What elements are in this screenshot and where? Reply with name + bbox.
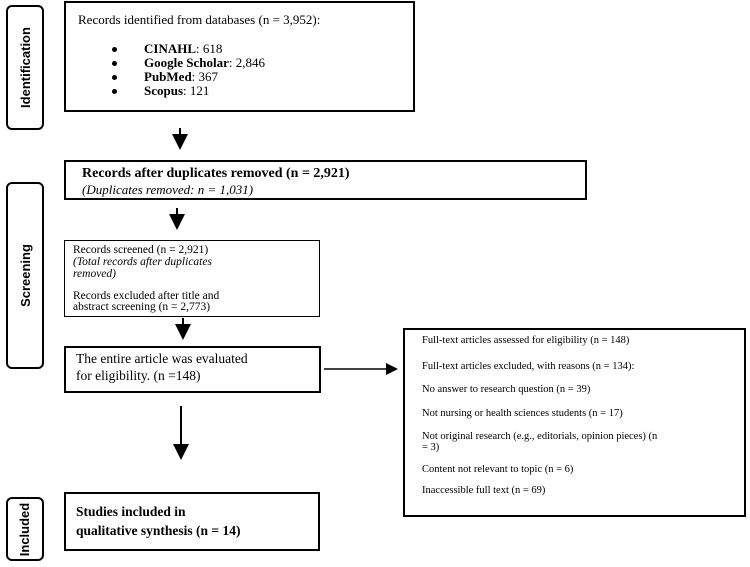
exclusion-reason: Content not relevant to topic (n = 6) — [422, 464, 574, 475]
evaluated-line2: for eligibility. (n =148) — [76, 368, 201, 383]
database-count: : 2,846 — [228, 55, 265, 70]
duplicates-note: (Duplicates removed: n = 1,031) — [82, 182, 254, 197]
database-count: : 367 — [191, 69, 219, 84]
exclusion-reason-continued: = 3) — [422, 442, 440, 453]
exclusion-reason: Inaccessible full text (n = 69) — [422, 485, 546, 496]
database-count: : 618 — [196, 41, 223, 56]
eligibility-evaluation-box: The entire article was evaluated for eli… — [64, 346, 321, 393]
fulltext-excluded: Full-text articles excluded, with reason… — [422, 361, 635, 372]
fulltext-exclusion-box: Full-text articles assessed for eligibil… — [403, 328, 746, 517]
records-screened-box: Records screened (n = 2,921) (Total reco… — [64, 240, 320, 317]
exclusion-reason: No answer to research question (n = 39) — [422, 384, 591, 395]
database-name: Scopus — [144, 83, 184, 98]
included-line2: qualitative synthesis (n = 14) — [76, 523, 241, 538]
database-name: PubMed — [144, 69, 192, 84]
screened-note-line1: (Total records after duplicates — [73, 256, 212, 268]
database-item: Scopus: 121 — [104, 84, 265, 98]
evaluated-line1: The entire article was evaluated — [76, 351, 248, 366]
exclusion-reason: Not original research (e.g., editorials,… — [422, 431, 658, 442]
excluded-line1: Records excluded after title and — [73, 290, 220, 302]
screened-count: Records screened (n = 2,921) — [73, 244, 209, 256]
stage-included: Included — [6, 497, 44, 561]
fulltext-assessed: Full-text articles assessed for eligibil… — [422, 335, 630, 346]
stage-screening: Screening — [6, 182, 44, 369]
duplicates-title: Records after duplicates removed (n = 2,… — [82, 166, 350, 181]
database-item: PubMed: 367 — [104, 70, 265, 84]
database-item: Google Scholar: 2,846 — [104, 56, 265, 70]
duplicates-removed-box: Records after duplicates removed (n = 2,… — [64, 160, 587, 200]
included-line1: Studies included in — [76, 504, 186, 519]
identified-title: Records identified from databases (n = 3… — [78, 12, 321, 27]
identified-records-box: Records identified from databases (n = 3… — [64, 1, 415, 112]
stage-identification: Identification — [6, 5, 44, 130]
database-list: CINAHL: 618 Google Scholar: 2,846 PubMed… — [104, 42, 265, 98]
screened-note-line2: removed) — [73, 268, 116, 280]
exclusion-reason: Not nursing or health sciences students … — [422, 408, 623, 419]
studies-included-box: Studies included in qualitative synthesi… — [64, 492, 320, 551]
database-item: CINAHL: 618 — [104, 42, 265, 56]
database-name: Google Scholar — [144, 55, 229, 70]
excluded-line2: abstract screening (n = 2,773) — [73, 301, 211, 313]
database-name: CINAHL — [144, 41, 197, 56]
database-count: : 121 — [183, 83, 210, 98]
